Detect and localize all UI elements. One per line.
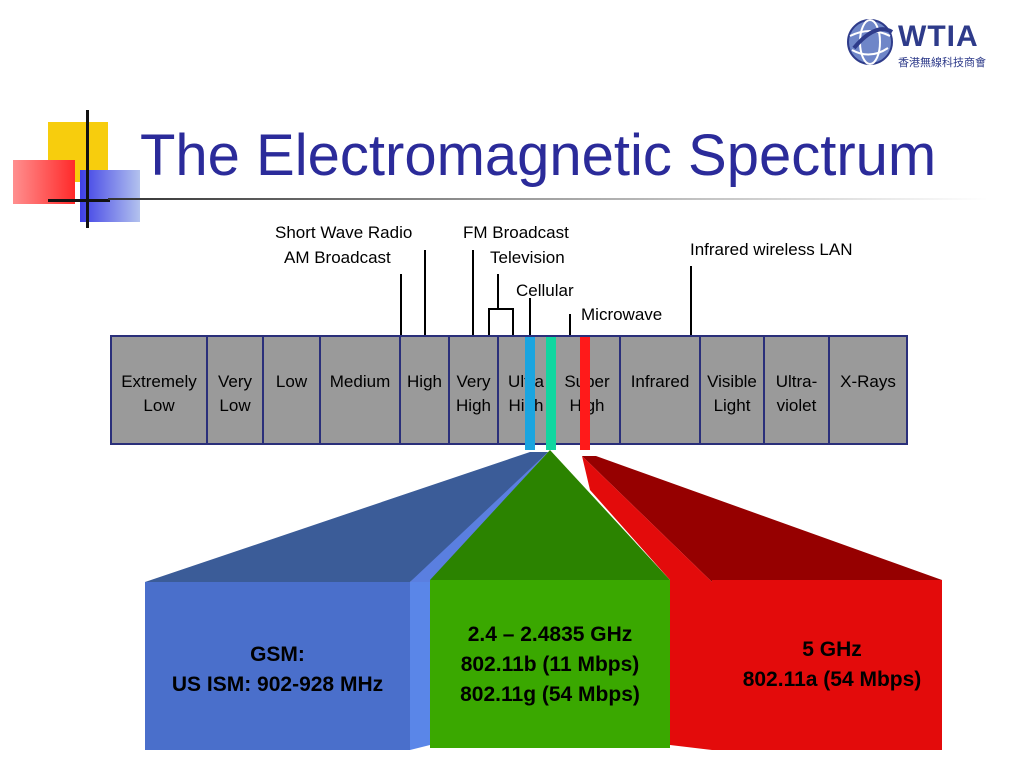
band-very-high: Very High xyxy=(450,337,499,443)
ghz5-projection-top xyxy=(582,456,942,582)
label-microwave: Microwave xyxy=(581,305,663,324)
ghz5-box xyxy=(712,580,942,750)
label-fm-broadcast: FM Broadcast xyxy=(463,223,569,242)
decor-vertical-line xyxy=(86,110,89,228)
ghz24-box xyxy=(430,580,670,748)
spectrum-bar: Extremely Low Very Low Low Medium High V… xyxy=(110,335,908,445)
ghz5-projection-side xyxy=(582,456,712,750)
decor-blue-square xyxy=(80,170,140,222)
band-high: High xyxy=(401,337,450,443)
globe-icon xyxy=(847,19,894,65)
marker-cellular-band xyxy=(525,337,535,450)
band-very-low: Very Low xyxy=(208,337,264,443)
ghz24-range: 2.4 – 2.4835 GHz xyxy=(467,623,633,646)
decor-horizontal-line xyxy=(48,199,110,202)
gsm-box-text: GSM: US ISM: 902-928 MHz xyxy=(145,640,410,700)
marker-5ghz-band xyxy=(580,337,590,450)
label-infrared-wireless-lan: Infrared wireless LAN xyxy=(690,240,853,259)
logo-name: WTIA xyxy=(898,20,979,53)
tick-short-wave xyxy=(424,250,426,336)
ghz24-projection-top xyxy=(430,450,670,580)
tick-microwave xyxy=(569,314,571,336)
gsm-box xyxy=(145,582,410,750)
ghz5-80211a: 802.11a (54 Mbps) xyxy=(742,668,922,691)
tick-cellular xyxy=(529,298,531,336)
tick-television-right xyxy=(512,308,514,336)
label-short-wave-radio: Short Wave Radio xyxy=(275,223,413,242)
gsm-projection-top xyxy=(145,452,548,582)
gsm-box-side xyxy=(410,582,430,750)
ghz24-80211g: 802.11g (54 Mbps) xyxy=(460,683,640,706)
gsm-ism-range: US ISM: 902-928 MHz xyxy=(171,673,384,696)
tick-television-bracket xyxy=(488,308,514,310)
band-x-rays: X-Rays xyxy=(830,337,906,443)
gsm-label: GSM: xyxy=(250,643,305,666)
label-cellular: Cellular xyxy=(516,281,574,300)
decor-pink-square xyxy=(13,160,75,204)
ghz24-80211b: 802.11b (11 Mbps) xyxy=(460,653,640,676)
label-am-broadcast: AM Broadcast xyxy=(284,248,391,267)
band-extremely-low: Extremely Low xyxy=(112,337,208,443)
band-ultraviolet: Ultra- violet xyxy=(765,337,830,443)
label-television: Television xyxy=(490,248,565,267)
ghz24-box-text: 2.4 – 2.4835 GHz 802.11b (11 Mbps) 802.1… xyxy=(430,620,670,710)
wtia-logo: WTIA 香港無線科技商會 xyxy=(846,14,1006,70)
tick-fm-broadcast xyxy=(472,250,474,336)
title-underline xyxy=(108,198,988,200)
ghz5-box-text: 5 GHz 802.11a (54 Mbps) xyxy=(712,635,952,695)
ghz5-range: 5 GHz xyxy=(802,638,862,661)
tick-television xyxy=(497,274,499,308)
band-infrared: Infrared xyxy=(621,337,701,443)
band-medium: Medium xyxy=(321,337,401,443)
band-visible-light: Visible Light xyxy=(701,337,765,443)
tick-am-broadcast xyxy=(400,274,402,336)
band-low: Low xyxy=(264,337,321,443)
logo-subtitle: 香港無線科技商會 xyxy=(898,57,986,69)
tick-television-left xyxy=(488,308,490,336)
tick-infrared-lan xyxy=(690,266,692,336)
marker-24ghz-band xyxy=(546,337,556,450)
slide-title: The Electromagnetic Spectrum xyxy=(140,123,937,188)
